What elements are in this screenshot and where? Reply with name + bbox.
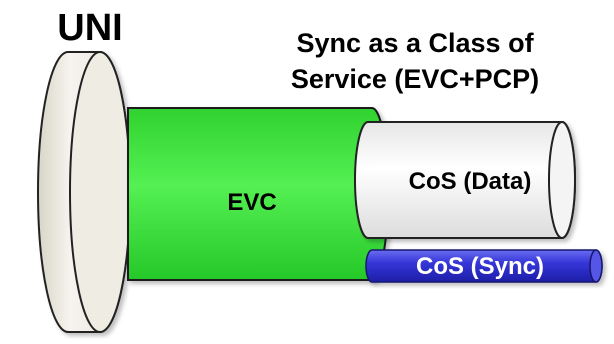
cos-data-cylinder (354, 121, 576, 239)
evc-label: EVC (227, 189, 276, 216)
title-line-1: Sync as a Class of (296, 28, 534, 58)
title-line-2: Service (EVC+PCP) (291, 64, 539, 94)
cos-data-label: CoS (Data) (409, 168, 532, 195)
uni-label: UNI (57, 7, 122, 49)
uni-cylinder (37, 51, 131, 333)
cos-sync-cylinder (365, 249, 603, 283)
cos-sync-label: CoS (Sync) (416, 253, 544, 280)
